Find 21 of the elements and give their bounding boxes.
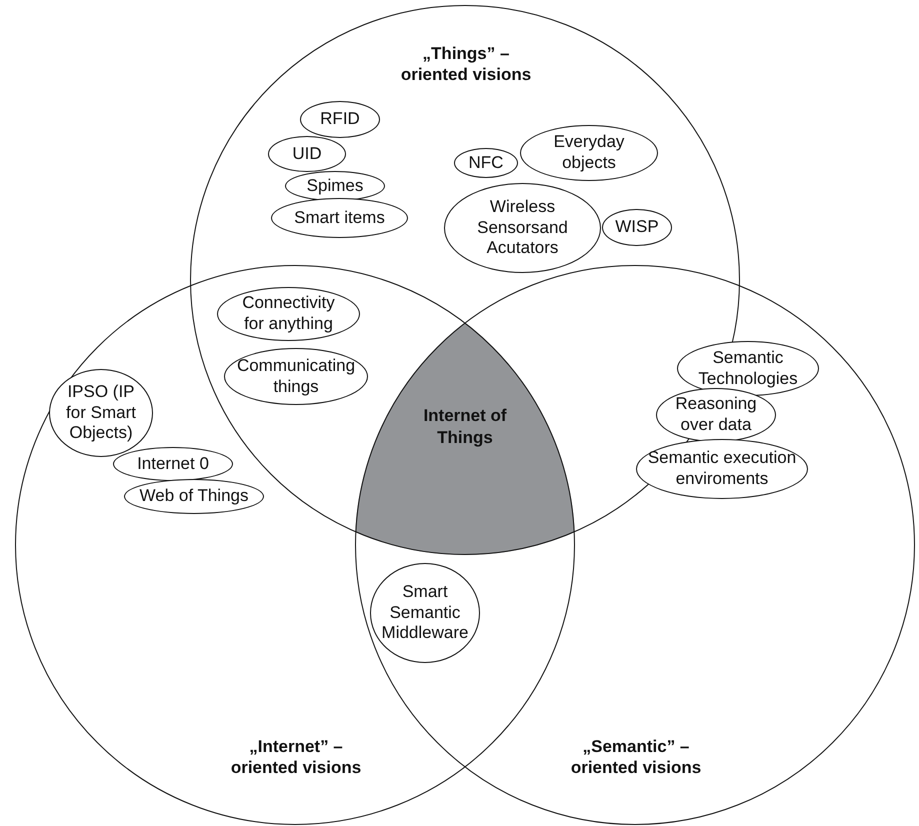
topic-ellipse: Internet 0 [113,447,233,481]
topic-ellipse: Connectivity for anything [217,287,360,341]
topic-ellipse: Semantic Technologies [677,341,819,396]
circle-heading: „Internet” – oriented visions [230,736,362,778]
topic-ellipse: Wireless Sensorsand Acutators [444,183,601,273]
circle-heading: „Things” – oriented visions [400,43,532,86]
topic-ellipse: NFC [454,148,518,178]
topic-ellipse: Reasoning over data [656,388,776,442]
center-label: Internet of Things [422,405,508,450]
topic-ellipse: IPSO (IP for Smart Objects) [49,369,153,457]
topic-ellipse: UID [268,136,346,172]
topic-ellipse: Spimes [285,171,385,201]
circle-heading: „Semantic” – oriented visions [570,736,702,778]
topic-ellipse: Web of Things [124,479,264,514]
topic-ellipse: Everyday objects [520,125,658,181]
topic-ellipse: WISP [602,209,672,246]
topic-ellipse: Semantic execution enviroments [636,439,808,499]
topic-ellipse: Smart Semantic Middleware [370,563,480,663]
topic-ellipse: Smart items [271,198,408,238]
topic-ellipse: Communicating things [224,348,368,405]
topic-ellipse: RFID [300,101,380,138]
